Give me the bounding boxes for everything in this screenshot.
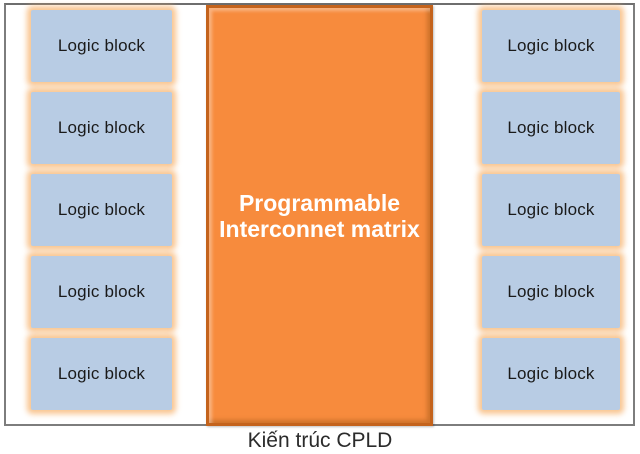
logic-block: Logic block — [31, 256, 172, 328]
logic-block: Logic block — [482, 338, 620, 410]
logic-block: Logic block — [482, 256, 620, 328]
logic-block-label: Logic block — [57, 36, 146, 55]
left-logic-block-column: Logic block Logic block Logic block Logi… — [31, 10, 172, 410]
logic-block: Logic block — [31, 10, 172, 82]
logic-block: Logic block — [31, 92, 172, 164]
logic-block: Logic block — [482, 10, 620, 82]
matrix-label-line1: Programmable — [238, 189, 401, 216]
right-logic-block-column: Logic block Logic block Logic block Logi… — [482, 10, 620, 410]
diagram-caption: Kiến trúc CPLD — [247, 429, 393, 452]
logic-block-label: Logic block — [57, 364, 146, 383]
logic-block-label: Logic block — [507, 118, 595, 137]
logic-block-label: Logic block — [57, 118, 146, 137]
logic-block: Logic block — [31, 338, 172, 410]
programmable-interconnect-matrix: Programmable Interconnet matrix — [206, 5, 433, 426]
matrix-label-line2: Interconnet matrix — [219, 215, 420, 242]
logic-block-label: Logic block — [507, 200, 595, 219]
logic-block-label: Logic block — [507, 282, 595, 301]
logic-block-label: Logic block — [57, 200, 146, 219]
logic-block-label: Logic block — [507, 364, 595, 383]
logic-block-label: Logic block — [57, 282, 146, 301]
logic-block: Logic block — [482, 174, 620, 246]
logic-block: Logic block — [482, 92, 620, 164]
logic-block-label: Logic block — [507, 36, 595, 55]
logic-block: Logic block — [31, 174, 172, 246]
